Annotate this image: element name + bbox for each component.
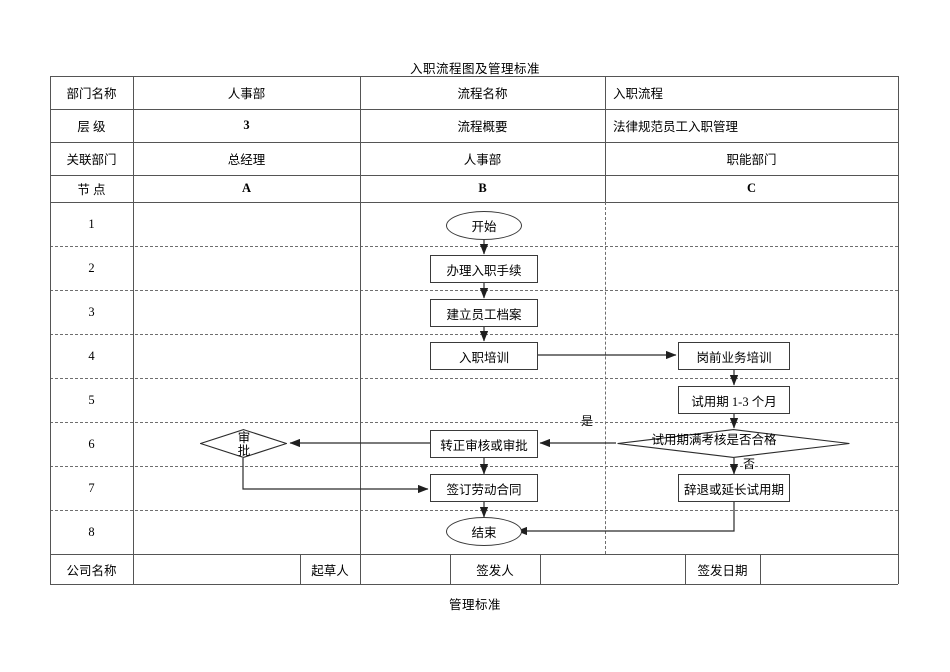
node-number-6: 6	[88, 436, 95, 451]
grid-hline-h1	[50, 109, 898, 110]
node-number-7: 7	[88, 480, 95, 495]
flow-node-assess-label: 试用期满考核是否合格	[651, 433, 777, 447]
grid-vline-footer-3	[450, 554, 451, 584]
grid-hline-r4	[50, 378, 898, 379]
flow-node-pretrain[interactable]: 岗前业务培训	[678, 342, 790, 370]
grid-hline-h3	[50, 175, 898, 176]
node-number-5: 5	[88, 392, 95, 407]
grid-hline-r2	[50, 290, 898, 291]
grid-vline-left	[50, 76, 51, 584]
header-value-process-name: 入职流程	[613, 87, 664, 101]
grid-hline-h2	[50, 142, 898, 143]
flow-node-contract[interactable]: 签订劳动合同	[430, 474, 538, 502]
flow-node-dismiss[interactable]: 辞退或延长试用期	[678, 474, 790, 502]
grid-hline-r8	[50, 554, 898, 555]
header-lane-a-letter: A	[241, 181, 252, 195]
grid-vline-header-bc	[605, 76, 606, 202]
standards-table: 部门名称 人事部 流程名称 入职流程 层 级 3 流程概要 法律规范员工入职管理…	[50, 76, 899, 585]
node-number-8: 8	[88, 524, 95, 539]
grid-vline-footer-5	[685, 554, 686, 584]
header-lane-b-department: 人事部	[463, 153, 502, 167]
grid-vline-right	[898, 76, 899, 584]
header-label-related-depts: 关联部门	[66, 153, 117, 167]
flow-node-probation[interactable]: 试用期 1-3 个月	[678, 386, 790, 414]
grid-hline-r7	[50, 510, 898, 511]
grid-hline-bottom	[50, 584, 898, 585]
diamond-shape	[200, 429, 287, 458]
footer-label-company: 公司名称	[66, 563, 117, 578]
flow-node-approve-label: 审批	[237, 431, 251, 459]
node-number-3: 3	[88, 304, 95, 319]
flow-node-start[interactable]: 开始	[446, 211, 522, 240]
footer-label-issue-date: 签发日期	[697, 563, 748, 578]
page-title: 入职流程图及管理标准	[409, 62, 540, 76]
grid-hline-top	[50, 76, 898, 77]
bottom-caption: 管理标准	[448, 598, 501, 612]
grid-vline-lane-bc	[605, 202, 606, 554]
header-lane-a-department: 总经理	[227, 153, 266, 167]
grid-hline-h4	[50, 202, 898, 203]
header-value-process-summary: 法律规范员工入职管理	[613, 120, 739, 134]
flow-node-induction[interactable]: 入职培训	[430, 342, 538, 370]
footer-label-issuer: 签发人	[476, 563, 514, 578]
grid-hline-r6	[50, 466, 898, 467]
flow-node-approve[interactable]: 审批	[200, 429, 287, 458]
edge-label-no: 否	[743, 457, 756, 471]
grid-hline-r3	[50, 334, 898, 335]
node-number-2: 2	[88, 260, 95, 275]
diamond-shape	[617, 429, 850, 458]
header-label-department: 部门名称	[66, 87, 117, 101]
flow-node-end[interactable]: 结束	[446, 517, 522, 546]
header-value-department: 人事部	[227, 87, 266, 101]
footer-value-drafter[interactable]	[360, 554, 450, 584]
edge-label-yes: 是	[581, 414, 594, 428]
grid-vline-lane-ab	[360, 76, 361, 554]
flow-node-archive[interactable]: 建立员工档案	[430, 299, 538, 327]
grid-hline-r5	[50, 422, 898, 423]
header-label-level: 层 级	[77, 120, 106, 134]
header-lane-b-letter: B	[478, 181, 487, 195]
grid-vline-footer-2	[360, 554, 361, 584]
footer-value-issuer[interactable]	[540, 554, 685, 584]
footer-label-drafter: 起草人	[311, 563, 349, 578]
grid-vline-footer-1	[300, 554, 301, 584]
header-lane-c-letter: C	[746, 181, 757, 195]
flow-node-onboard[interactable]: 办理入职手续	[430, 255, 538, 283]
header-label-process-name: 流程名称	[457, 87, 508, 101]
footer-value-issue-date[interactable]	[760, 554, 898, 584]
grid-vline-footer-4	[540, 554, 541, 584]
grid-vline-footer-6	[760, 554, 761, 584]
grid-hline-r1	[50, 246, 898, 247]
footer-value-company[interactable]	[133, 554, 300, 584]
header-label-process-summary: 流程概要	[457, 120, 508, 134]
flow-node-assess[interactable]: 试用期满考核是否合格	[617, 429, 850, 458]
header-value-level: 3	[243, 118, 250, 132]
header-lane-c-department: 职能部门	[726, 153, 777, 167]
node-number-4: 4	[88, 348, 95, 363]
header-label-node: 节 点	[77, 183, 106, 197]
grid-vline-numbers	[133, 76, 134, 584]
flow-node-review[interactable]: 转正审核或审批	[430, 430, 538, 458]
node-number-1: 1	[88, 216, 95, 231]
